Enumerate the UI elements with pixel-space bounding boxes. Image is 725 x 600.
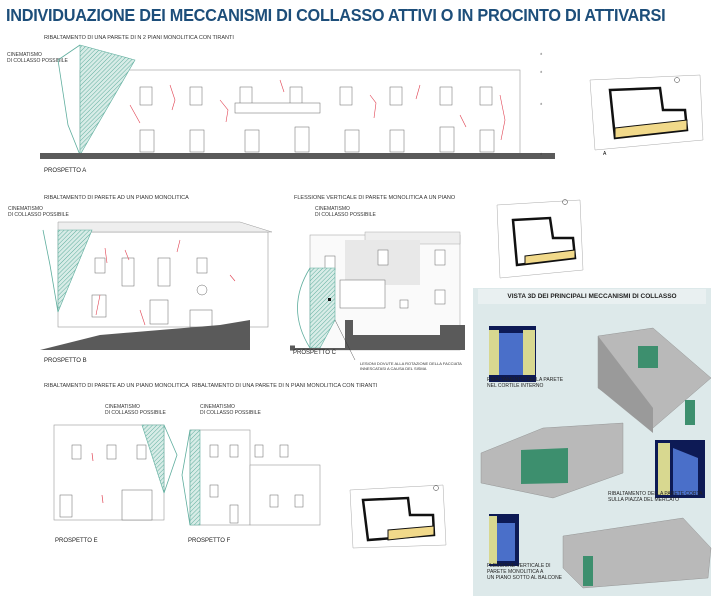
- heading-c: FLESSIONE VERTICALE DI PARETE MONOLITICA…: [294, 195, 456, 201]
- label-a: PROSPETTO A: [44, 168, 87, 174]
- plan-marker: A: [603, 151, 607, 157]
- kin-f-1: CINEMATISMO: [200, 404, 235, 410]
- kin-a-1: CINEMATISMO: [7, 52, 42, 58]
- page-title: INDIVIDUAZIONE DEI MECCANISMI DI COLLASS…: [6, 5, 666, 25]
- model-courtyard-wall: [489, 326, 536, 382]
- kin-c-1: CINEMATISMO: [315, 206, 350, 212]
- label-c: PROSPETTO C: [293, 350, 336, 356]
- plan-3: [349, 484, 447, 549]
- panel-heading: VISTA 3D DEI PRINCIPALI MECCANISMI DI CO…: [478, 289, 706, 304]
- heading-e: RIBALTAMENTO DI PARETE AD UN PIANO MONOL…: [44, 383, 189, 389]
- kin-b-2: DI COLLASSO POSSIBILE: [8, 212, 69, 218]
- label-f: PROSPETTO F: [188, 538, 231, 544]
- model-middle-left: [480, 422, 624, 499]
- kin-e-1: CINEMATISMO: [105, 404, 140, 410]
- kin-e-2: DI COLLASSO POSSIBILE: [105, 410, 166, 416]
- svg-text:±: ±: [540, 51, 543, 56]
- 3d-models: [480, 326, 712, 589]
- label-e: PROSPETTO E: [55, 538, 98, 544]
- kin-b-1: CINEMATISMO: [8, 206, 43, 212]
- cap-1-l1: RIBALTAMENTO DELLA PARETE: [487, 377, 564, 383]
- heading-f: RIBALTAMENTO DI UNA PARETE DI N PIANI MO…: [192, 383, 378, 389]
- cap-2-l1: RIBALTAMENTO DELLA PARETE CORTA: [608, 491, 703, 497]
- model-bottom-right: [562, 517, 712, 589]
- cap-3-l3: UN PIANO SOTTO AL BALCONE: [487, 575, 563, 581]
- kin-c-2: DI COLLASSO POSSIBILE: [315, 212, 376, 218]
- cap-2-l2: SULLA PIAZZA DEL MERCATO: [608, 497, 680, 503]
- svg-text:±: ±: [540, 69, 543, 74]
- kin-f-2: DI COLLASSO POSSIBILE: [200, 410, 261, 416]
- elevation-e: [53, 424, 178, 521]
- elevation-b: [40, 221, 273, 350]
- cap-3-l1: FLESSIONE VERTICALE DI: [487, 563, 551, 569]
- heading-a: RIBALTAMENTO DI UNA PARETE DI N 2 PIANI …: [44, 35, 234, 41]
- note-c-2: INNESCATASI A CAUSA DEL SISMA: [360, 366, 427, 371]
- svg-text:±: ±: [540, 151, 543, 156]
- cap-3-l2: PARETE MONOLITICA A: [487, 569, 544, 575]
- elevation-a: ± ± ± ±: [40, 44, 555, 159]
- elevation-f: [181, 429, 321, 526]
- elevation-c: [290, 231, 465, 361]
- note-c-1: LESIONI DOVUTE ALLA ROTAZIONE DELLA FACC…: [360, 361, 462, 366]
- plan-1: A: [589, 74, 704, 157]
- label-b: PROSPETTO B: [44, 358, 87, 364]
- kin-a-2: DI COLLASSO POSSIBILE: [7, 58, 68, 64]
- cap-1-l2: NEL CORTILE INTERNO: [487, 383, 544, 389]
- crack-note: LESIONI DOVUTE ALLA ROTAZIONE DELLA FACC…: [360, 361, 462, 371]
- model-short-wall: [655, 440, 705, 498]
- svg-text:±: ±: [540, 101, 543, 106]
- plan-2: [496, 199, 584, 279]
- heading-b: RIBALTAMENTO DI PARETE AD UN PIANO MONOL…: [44, 195, 189, 201]
- model-top-right: [597, 327, 712, 433]
- model-balcony-wall: [489, 514, 519, 566]
